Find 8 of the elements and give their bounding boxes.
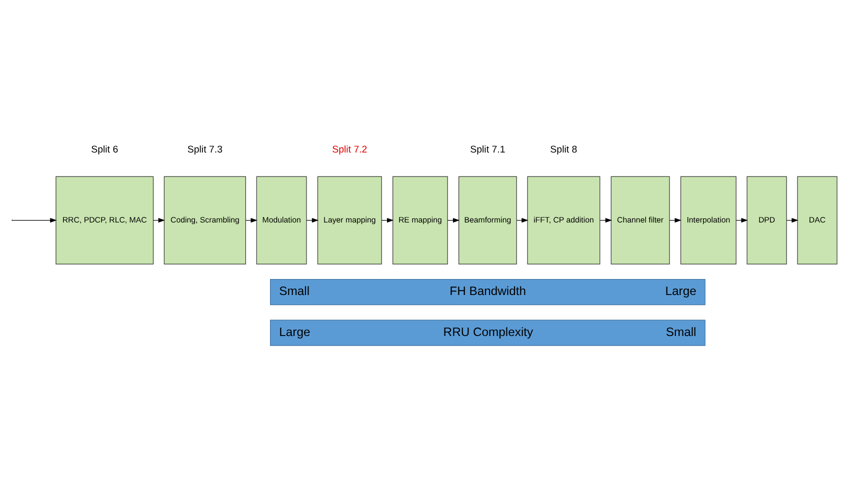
node-box: Large RRU Complexity Small <box>270 319 706 346</box>
node-box: Small FH Bandwidth Large <box>270 278 706 305</box>
label: Split 7.2 <box>332 144 368 156</box>
label: Split 7.1 <box>470 144 506 156</box>
label: Split 8 <box>550 144 578 156</box>
label: Split 7.3 <box>187 144 223 156</box>
label: Split 6 <box>91 144 118 156</box>
arrow <box>12 217 57 222</box>
